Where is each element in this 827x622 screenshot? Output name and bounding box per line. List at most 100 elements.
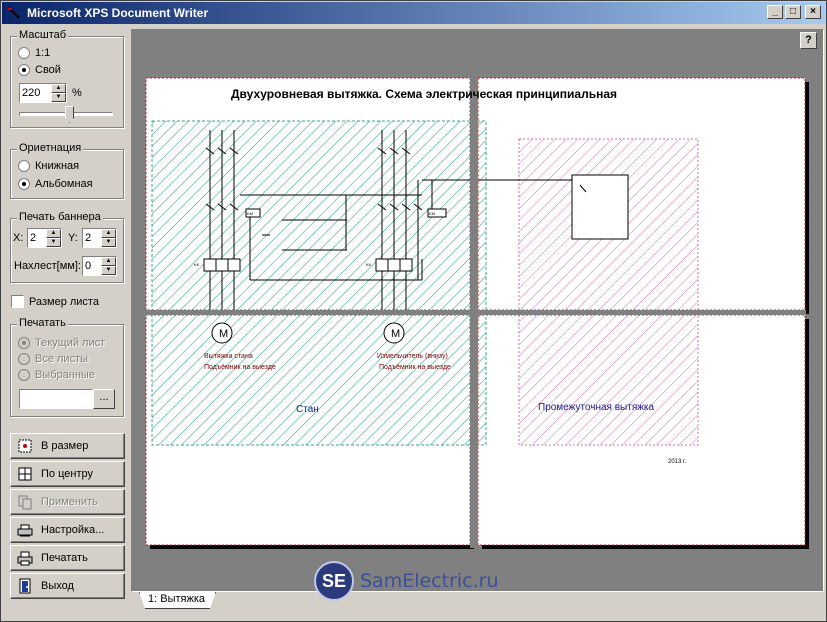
copy-icon [18, 495, 32, 510]
caption-right-1: Измельчитель (внизу) [377, 353, 448, 360]
tab-vytyazhka[interactable]: 1: Вытяжка [139, 592, 216, 609]
banner-x-label: X: [13, 232, 24, 244]
print-range-label: Текущий лист [35, 337, 106, 349]
apply-label: Применить [41, 496, 98, 508]
exit-button[interactable]: Выход [10, 573, 125, 599]
orientation-label: Книжная [35, 160, 80, 172]
title-bar[interactable]: Microsoft XPS Document Writer _ □ × [2, 2, 825, 24]
spin-down-icon[interactable]: ▼ [101, 266, 116, 275]
scale-option-custom[interactable]: Свой [18, 64, 61, 76]
watermark-badge: SE [314, 561, 354, 601]
banner-group: Печать баннера [10, 211, 124, 283]
caption-right-2: Подъёмник на выезде [379, 364, 451, 371]
zoom-slider-thumb[interactable] [65, 106, 74, 123]
orientation-label: Альбомная [35, 178, 93, 190]
schematic-drawing: M M [145, 77, 806, 548]
zoom-stepper[interactable]: 220 ▲ ▼ [19, 83, 67, 103]
overlap-value[interactable]: 0 [85, 260, 92, 272]
setup-label: Настройка... [41, 524, 105, 536]
help-button[interactable]: ? [800, 32, 817, 49]
scale-group: Масштаб [10, 29, 124, 128]
window-title: Microsoft XPS Document Writer [27, 6, 209, 20]
center-button[interactable]: По центру [10, 461, 125, 487]
selection-input[interactable] [19, 389, 93, 409]
radio-on-icon [18, 64, 30, 76]
watermark-logo: SE SamElectric.ru [314, 561, 499, 601]
exit-door-icon [19, 578, 31, 594]
radio-off-icon [18, 47, 30, 59]
banner-x-stepper[interactable]: 2 ▲ ▼ [27, 228, 62, 248]
fit-label: В размер [41, 440, 89, 452]
spin-up-icon[interactable]: ▲ [51, 84, 66, 93]
printer-setup-icon [17, 524, 33, 537]
overlap-stepper[interactable]: 0 ▲ ▼ [82, 256, 117, 276]
svg-text:KK: KK [366, 262, 372, 267]
print-all-sheets[interactable]: Все листы [18, 353, 88, 365]
radio-off-icon [18, 353, 30, 365]
spin-up-icon[interactable]: ▲ [46, 229, 61, 238]
scale-option-label: 1:1 [35, 47, 51, 59]
setup-button[interactable]: Настройка... [10, 517, 125, 543]
overlap-label: Нахлест[мм]: [14, 260, 81, 272]
fit-button[interactable]: В размер [10, 433, 125, 459]
app-icon [8, 7, 20, 19]
svg-text:M: M [219, 328, 228, 340]
banner-x-value[interactable]: 2 [30, 232, 37, 244]
caption-left-2: Подъёмник на выезде [204, 364, 276, 371]
print-label: Печатать [41, 552, 88, 564]
banner-y-stepper[interactable]: 2 ▲ ▼ [82, 228, 117, 248]
svg-text:KK: KK [194, 262, 200, 267]
zone-intermediate-label: Промежуточная вытяжка [538, 402, 655, 413]
close-button[interactable]: × [805, 5, 821, 19]
maximize-button[interactable]: □ [785, 5, 801, 19]
print-range-label: Выбранные [35, 369, 95, 381]
drawing-title: Двухуровневая вытяжка. Схема электрическ… [231, 87, 618, 101]
print-range-group: Печатать [10, 317, 124, 417]
checkbox-icon [11, 295, 24, 308]
caption-left-1: Вытяжка стана [204, 353, 253, 360]
spin-up-icon[interactable]: ▲ [101, 229, 116, 238]
print-range-group-title: Печатать [17, 317, 68, 329]
scale-option-label: Свой [35, 64, 61, 76]
sheet-tab-bar: 1: Вытяжка [131, 592, 824, 620]
drawing-date: 2013 г. [668, 459, 687, 465]
minimize-button[interactable]: _ [767, 5, 783, 19]
scale-option-1-1[interactable]: 1:1 [18, 47, 50, 59]
apply-button[interactable]: Применить [10, 489, 125, 515]
sheet-size-checkbox[interactable]: Размер листа [11, 295, 99, 308]
center-label: По центру [41, 468, 93, 480]
exit-label: Выход [41, 580, 74, 592]
orientation-portrait[interactable]: Книжная [18, 160, 79, 172]
zone-stan-label: Стан [296, 404, 319, 415]
print-selected[interactable]: Выбранные [18, 369, 95, 381]
spin-down-icon[interactable]: ▼ [46, 238, 61, 247]
banner-group-title: Печать баннера [17, 211, 103, 223]
radio-off-icon [18, 369, 30, 381]
watermark-text: SamElectric.ru [360, 570, 499, 592]
preview-area[interactable]: ? [131, 29, 824, 592]
banner-y-value[interactable]: 2 [85, 232, 92, 244]
banner-y-label: Y: [68, 232, 78, 244]
orientation-group: Ориетнация [10, 142, 124, 199]
right-circuit [345, 130, 629, 344]
scale-group-title: Масштаб [17, 29, 69, 41]
radio-on-icon [18, 337, 30, 349]
spin-up-icon[interactable]: ▲ [101, 257, 116, 266]
radio-off-icon [18, 160, 30, 172]
spin-down-icon[interactable]: ▼ [101, 238, 116, 247]
print-current-sheet[interactable]: Текущий лист [18, 337, 105, 349]
center-icon [18, 467, 32, 481]
spin-down-icon[interactable]: ▼ [51, 93, 66, 102]
svg-text:KM: KM [247, 211, 253, 216]
fit-icon [18, 439, 32, 453]
zoom-value[interactable]: 220 [22, 87, 41, 99]
printer-icon [17, 551, 33, 566]
orientation-group-title: Ориетнация [17, 142, 84, 154]
browse-button[interactable]: ... [93, 389, 115, 409]
svg-text:KM: KM [429, 211, 435, 216]
print-range-label: Все листы [35, 353, 89, 365]
radio-on-icon [18, 178, 30, 190]
print-button[interactable]: Печатать [10, 545, 125, 571]
orientation-landscape[interactable]: Альбомная [18, 178, 93, 190]
